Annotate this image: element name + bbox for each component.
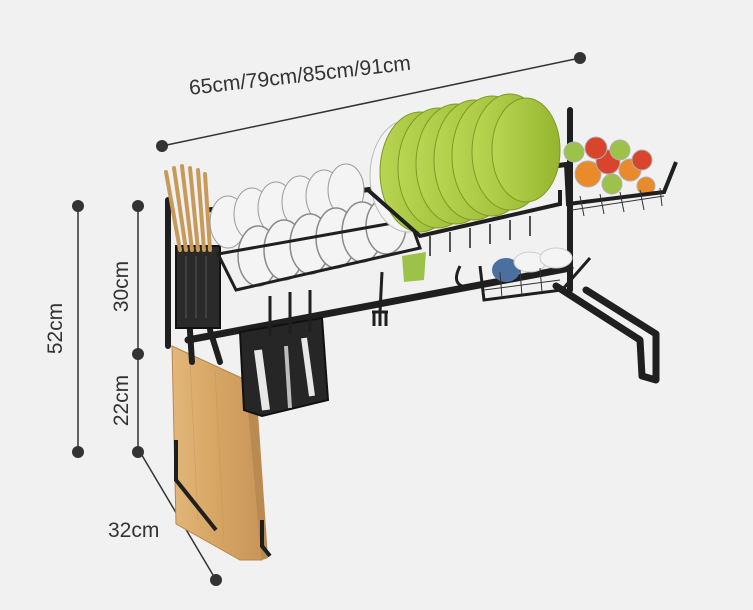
chopsticks — [164, 164, 212, 252]
hanging-utensils — [268, 271, 388, 336]
height-total-dot-bottom — [72, 446, 84, 458]
height-lower-label: 22cm — [110, 374, 134, 427]
height-total-label: 52cm — [44, 302, 68, 355]
dimension-lines — [72, 52, 586, 586]
sponge-cloth — [402, 252, 426, 282]
depth-label: 32cm — [108, 519, 160, 542]
height-total-dot-top — [72, 200, 84, 212]
small-basket — [478, 247, 592, 302]
width-dot-left — [156, 140, 168, 152]
cutting-board — [171, 345, 268, 561]
hook — [455, 265, 463, 288]
knife-holder — [238, 316, 330, 418]
fruit-basket — [563, 136, 678, 217]
utensil-holder — [175, 245, 221, 329]
height-upper-dot-top — [132, 200, 144, 212]
height-upper-label: 30cm — [110, 260, 134, 313]
bowl-rack — [209, 163, 422, 292]
board-holder — [174, 440, 272, 558]
width-dimension-line — [161, 57, 581, 147]
depth-dot-bottom — [210, 574, 222, 586]
width-dot-right — [574, 52, 586, 64]
plate-rack — [366, 93, 562, 256]
